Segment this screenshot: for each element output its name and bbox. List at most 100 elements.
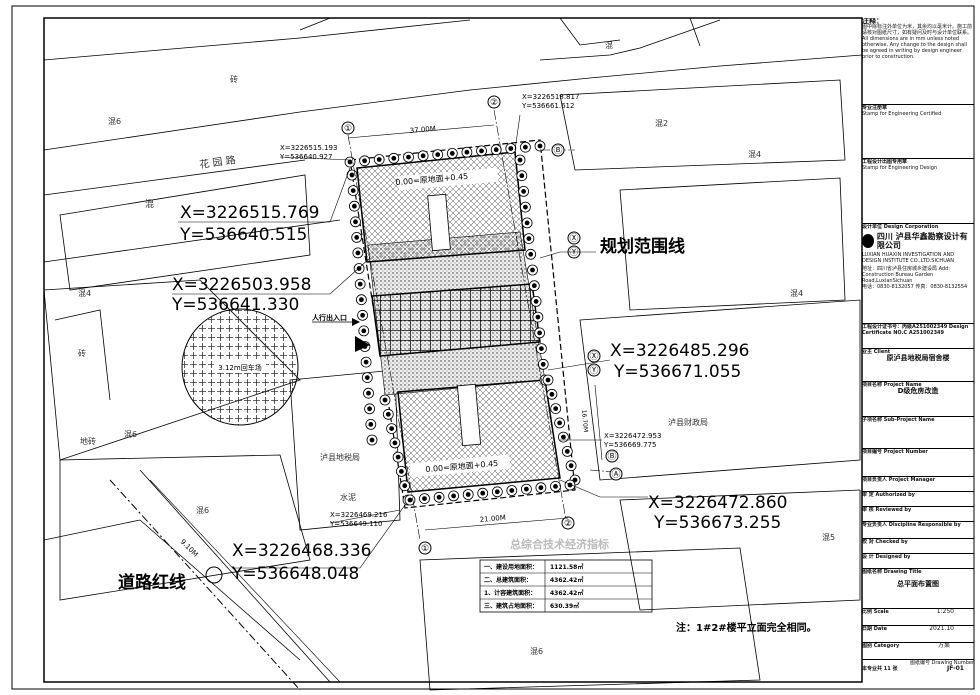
entrance-arrow: [355, 336, 370, 352]
svg-text:混4: 混4: [790, 289, 803, 298]
company-logo-icon: [862, 234, 874, 248]
tree-trunk: [451, 493, 457, 499]
subproject-label: 子项名称 Sub-Project Name: [862, 417, 935, 423]
notes-block: 注释： 图中除标注外单位为米，其余均以毫米计。施工前请核对图纸尺寸，如有疑问及时…: [862, 18, 974, 98]
svg-text:Ⓨ: Ⓨ: [569, 247, 578, 258]
discipline-label: 专业负责人 Discipline Responsible by: [862, 522, 961, 528]
tree-trunk: [435, 152, 441, 158]
tree-trunk: [493, 147, 499, 153]
tree-trunk: [392, 440, 398, 446]
parking-label: 3.12m回车场: [218, 363, 261, 372]
dim-top: 37.00M: [409, 125, 436, 135]
tree-trunk: [351, 203, 357, 209]
tree-trunk: [519, 173, 525, 179]
tree-trunk: [422, 496, 427, 502]
svg-text:Ⓧ: Ⓧ: [569, 233, 578, 244]
tech-row-value: 630.39㎡: [550, 602, 579, 610]
svg-text:地砖: 地砖: [80, 436, 96, 446]
tech-row-value: 1121.58㎡: [550, 563, 583, 571]
tree-trunk: [531, 283, 537, 289]
tree-trunk: [528, 251, 534, 257]
date-label: 日期 Date: [862, 626, 888, 632]
svg-text:混: 混: [605, 41, 613, 50]
tech-row-value: 4362.42㎡: [550, 589, 583, 597]
project-no-block: 项目编号 Project Number: [862, 448, 974, 475]
drawing-title-label: 图纸名称 Drawing Title: [862, 569, 922, 575]
svg-text:混2: 混2: [655, 119, 668, 128]
company-tel: 电话：0830-8132057 传真：0830-8132554: [862, 284, 968, 290]
tree-trunk: [449, 150, 455, 156]
svg-text:水泥: 水泥: [340, 492, 356, 502]
tree-trunk: [363, 359, 369, 365]
pergola-grid: [371, 283, 541, 357]
tree-trunk: [530, 267, 535, 273]
svg-text:混4: 混4: [748, 150, 761, 159]
tree-trunk: [362, 158, 368, 164]
red-line-marker: [205, 566, 223, 584]
drawing-no-value: JF-01: [947, 665, 964, 672]
svg-text:花 园 路: 花 园 路: [199, 153, 237, 171]
coord-s2-x: X=3226518.817: [522, 93, 579, 101]
category-value: 方案: [937, 642, 950, 649]
tech-table-title: 总综合技术经济指标: [510, 537, 609, 551]
svg-text:混4: 混4: [78, 289, 91, 298]
tree-trunk: [358, 297, 364, 303]
svg-text:Ⓐ: Ⓐ: [611, 469, 620, 480]
tech-row-value: 4362.42㎡: [550, 576, 583, 584]
tree-trunk: [398, 468, 404, 474]
tree-trunk: [557, 420, 562, 426]
svg-text:混6: 混6: [108, 117, 121, 126]
notes-text: 图中除标注外单位为米，其余均以毫米计。施工前请核对图纸尺寸，如有疑问及时与设计单…: [862, 24, 973, 60]
reviewed-label: 审 核 Reviewed by: [862, 507, 912, 513]
coord-s2-y: Y=536661.612: [521, 102, 574, 110]
tree-trunk: [526, 236, 532, 242]
tree-trunk: [479, 148, 484, 154]
coord-p2-y: Y=536641.330: [171, 295, 299, 315]
coordinate-labels: X=3226515.769 Y=536640.515 X=3226503.958…: [171, 203, 787, 584]
tree-trunk: [349, 172, 355, 178]
tree-trunk: [407, 497, 413, 503]
road-red-line: [109, 479, 301, 691]
tree-trunk: [545, 377, 551, 383]
project-no-label: 项目编号 Project Number: [862, 449, 928, 455]
tree-trunk: [521, 188, 526, 194]
svg-text:Ⓑ: Ⓑ: [607, 451, 616, 462]
stamp-en: Stamp for Engineering Design: [862, 165, 938, 171]
tree-trunk: [535, 314, 541, 320]
tree-trunk: [538, 485, 544, 491]
tree-trunk: [369, 437, 375, 443]
coord-s1-x: X=3226515.193: [280, 144, 337, 152]
tree-trunk: [395, 454, 401, 460]
tree-trunk: [368, 421, 374, 427]
svg-text:砖: 砖: [230, 74, 238, 84]
tree-trunk: [376, 157, 382, 162]
tree-trunk: [420, 153, 426, 159]
drawing-title: 总平面布置图: [897, 580, 939, 588]
tree-trunk: [354, 234, 360, 240]
tree-trunk: [537, 143, 543, 149]
category-label: 图别 Category: [862, 643, 900, 649]
tree-trunk: [364, 375, 370, 381]
tree-trunk: [350, 188, 356, 194]
coord-s1-y: Y=536640.927: [279, 153, 332, 161]
tree-trunk: [465, 492, 471, 497]
tree-trunk: [537, 330, 542, 336]
tree-trunk: [539, 346, 544, 352]
tree-trunk: [402, 483, 408, 489]
tree-trunk: [553, 406, 559, 412]
svg-text:混6: 混6: [196, 506, 209, 515]
design-corp-label: 设计单位 Design Corporation: [862, 224, 939, 230]
tree-trunk: [524, 486, 529, 492]
title-block: 注释： 图中除标注外单位为米，其余均以毫米计。施工前请核对图纸尺寸，如有疑问及时…: [862, 18, 974, 682]
tree-trunk: [382, 397, 388, 403]
svg-text:混6: 混6: [124, 430, 137, 439]
cert-text: 工程设计证书号：丙级A251002349 Design Certificate …: [862, 324, 969, 336]
sheet-count-label: 本专业共 11 张: [862, 666, 898, 672]
authorized-label: 审 定 Authorized by: [862, 492, 915, 498]
tree-trunk: [508, 146, 514, 151]
tree-trunk: [561, 434, 566, 440]
svg-text:混: 混: [145, 199, 154, 210]
tech-row-label: 一、建设用地面积：: [484, 563, 538, 571]
pedestrian-entrance-label: 人行出入口: [312, 313, 347, 322]
site-labels: 混 混6 混2 混4 混4 混4 混6 混6 混5 混6 混 砖 砖 泸县地税局…: [78, 41, 835, 656]
